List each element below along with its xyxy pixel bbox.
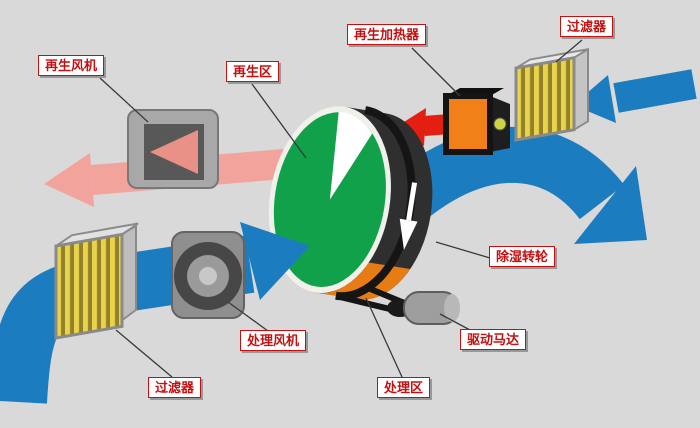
label-process-fan: 处理风机 [240,330,307,351]
process-air-inlet-arrowhead [240,222,310,300]
regen-air-intake-shaft [613,69,697,113]
label-process-zone: 处理区 [377,377,431,398]
regen-air-intake-arrowhead [573,75,616,123]
process-air-outlet-arrowhead [574,166,647,244]
leader-filter-top [555,39,583,63]
regen-heater-front [443,93,493,155]
process-filter-side-face [121,224,137,323]
process-filter [54,222,139,340]
leader-process-fan [227,301,269,332]
regen-filter-media [514,56,576,142]
rotation-arrow-head [399,218,418,250]
hot-air-arrowhead [396,108,426,146]
label-regen-zone: 再生区 [226,61,280,82]
regen-exhaust-arrowhead [44,153,94,207]
rotation-arrow-shaft [406,182,418,221]
leader-regen-zone [251,83,307,159]
leader-filter-bottom [115,329,173,378]
label-filter-top: 过滤器 [560,16,614,37]
belt-run-lower [335,293,395,313]
regen-heater [443,88,510,155]
label-regen-fan: 再生风机 [38,55,105,76]
regen-air-intake-arrow [573,69,697,123]
wheel-regen-wedge [329,111,373,200]
regen-filter-side-face [573,47,589,132]
process-fan [171,231,245,319]
label-regen-heater: 再生加热器 [347,24,427,45]
motor-end-cap [444,294,460,322]
label-wheel: 除湿转轮 [489,246,556,267]
leader-lines [99,39,583,378]
leader-regen-heater [411,47,461,97]
leader-wheel [435,241,491,259]
label-filter-bottom: 过滤器 [148,377,202,398]
regen-heater-lamp [493,117,507,131]
regen-fan [127,109,219,189]
leader-motor [439,313,471,331]
regen-filter [514,47,589,142]
label-motor: 驱动马达 [460,329,527,350]
process-fan-hub [199,267,217,285]
leader-regen-fan [99,77,149,123]
process-filter-media [54,232,124,340]
regen-fan-flow-arrowhead [150,130,198,174]
leader-process-zone [365,297,403,378]
